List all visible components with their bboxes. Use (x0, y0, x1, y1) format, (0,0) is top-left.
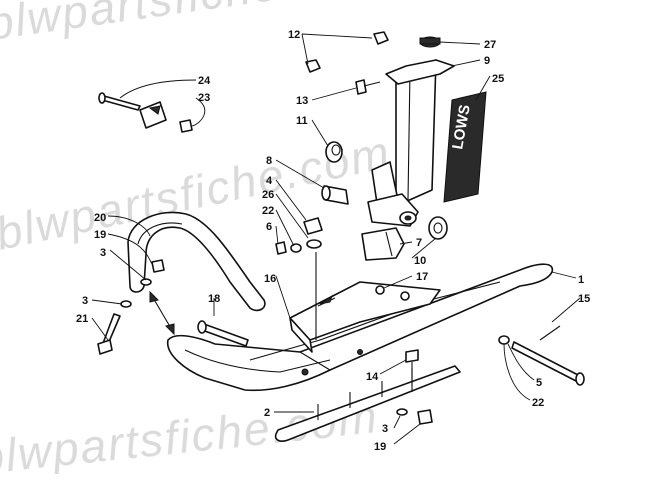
spindle-part-9 (367, 59, 455, 227)
nut-part-12 (305, 31, 389, 73)
callout-3-lower: 3 (382, 423, 388, 435)
callout-19-lower: 19 (374, 441, 386, 453)
assembly-arrow (149, 290, 175, 336)
decal-part-25: LOWS (443, 91, 487, 203)
callout-6: 6 (266, 221, 272, 233)
fitting-part-13 (355, 79, 381, 95)
callout-23: 23 (198, 92, 210, 104)
nut-part-23 (179, 119, 193, 133)
pin-part-15 (539, 325, 561, 341)
callout-20: 20 (94, 212, 106, 224)
callout-18: 18 (208, 293, 220, 305)
watermark-text-top: blwpartsfiche.com (0, 0, 390, 50)
ski-saddle-part-16 (289, 281, 441, 353)
callout-22-upper: 22 (262, 205, 274, 217)
leader-lines (91, 33, 581, 445)
callout-15: 15 (578, 293, 590, 305)
washer-part-22 (290, 243, 302, 253)
nut-part-19-lower (417, 409, 433, 425)
washer-part-3-left (120, 300, 132, 308)
callout-labels: 12 27 9 25 24 23 13 11 8 4 26 22 6 7 10 … (76, 29, 590, 453)
callout-11: 11 (296, 115, 308, 127)
callout-12: 12 (288, 29, 300, 41)
callout-19-upper: 19 (94, 229, 106, 241)
nut-part-19-upper (151, 259, 165, 273)
washer-part-26 (306, 239, 322, 249)
nut-part-14 (405, 349, 419, 392)
callout-27: 27 (484, 39, 496, 51)
bushing-part-10 (428, 216, 448, 240)
callout-5: 5 (536, 377, 542, 389)
bushing-part-11 (325, 141, 343, 163)
callout-21: 21 (76, 313, 88, 325)
callout-2: 2 (264, 407, 270, 419)
washer-part-3-upper (140, 278, 152, 286)
callout-3-left: 3 (82, 295, 88, 307)
watermark-text-bottom: blwpartsfiche.com (0, 390, 381, 474)
bolt-part-15 (511, 341, 585, 386)
callout-24: 24 (198, 75, 211, 87)
callout-17: 17 (416, 271, 428, 283)
damper-part-7 (361, 227, 405, 261)
callout-25: 25 (492, 73, 504, 85)
callout-26: 26 (262, 189, 274, 201)
callout-22-lower: 22 (532, 397, 544, 409)
bracket-part-23 (139, 101, 167, 129)
cap-part-27 (419, 36, 441, 48)
callout-3-upper: 3 (100, 247, 106, 259)
nut-part-6 (275, 241, 287, 255)
callout-9: 9 (484, 55, 490, 67)
ski-part-1 (167, 263, 554, 392)
callout-8: 8 (266, 155, 272, 167)
callout-14: 14 (366, 371, 379, 383)
bolt-part-24 (98, 92, 141, 111)
bolt-part-18 (197, 320, 249, 347)
callout-7: 7 (416, 237, 422, 249)
bolt-part-21 (97, 313, 121, 355)
bushing-part-8 (321, 185, 349, 205)
callout-10: 10 (414, 255, 426, 267)
callout-13: 13 (296, 95, 308, 107)
callout-16: 16 (264, 273, 276, 285)
washer-part-22-lower (498, 335, 510, 345)
nut-part-4 (303, 217, 323, 235)
callout-4: 4 (266, 175, 273, 187)
callout-1: 1 (578, 274, 584, 286)
bumper-part-20 (127, 211, 266, 312)
washer-part-3-lower (396, 408, 408, 416)
